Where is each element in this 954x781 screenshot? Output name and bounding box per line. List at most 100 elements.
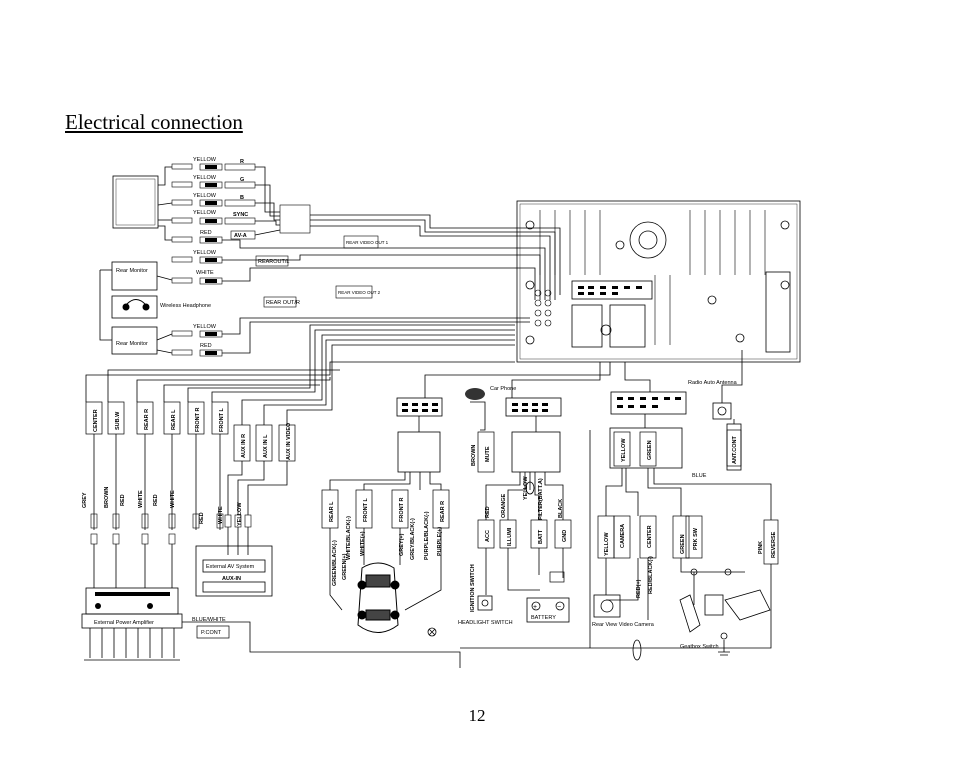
aux-in-r-label: AUX IN R: [241, 434, 247, 458]
reverse-label: REVERSE: [771, 531, 777, 558]
rear-video-out1-label: REAR VIDEO OUT 1: [346, 240, 389, 245]
wiring-camera: [460, 468, 772, 649]
green-label: GREEN: [680, 534, 686, 554]
g-label: G: [240, 177, 244, 183]
aux-in-video-label: AUX IN VIDEO: [286, 422, 292, 460]
red-label: RED: [199, 512, 205, 524]
headlight-switch-label: HEADLIGHT SWITCH: [458, 620, 513, 626]
yellow-label: YELLOW: [193, 157, 217, 163]
rear-view-video-camera-label: Rear View Video Camera: [592, 622, 655, 628]
rear-out-r-label: REAR OUT/R: [266, 300, 300, 306]
aux-in-l-label: AUX IN L: [263, 434, 269, 458]
purple-black-label: PURPLE/BLACK(-): [424, 511, 430, 560]
blue-white-label: BLUE/WHITE: [192, 617, 226, 623]
front-l-label: FRONT L: [219, 408, 225, 432]
illumi-label: ILLUMI: [507, 527, 513, 546]
red-label: RED: [200, 343, 212, 349]
orange-label: ORANGE: [501, 494, 507, 518]
svg-text:−: −: [557, 604, 561, 611]
connector-speaker: [396, 397, 443, 417]
rear-monitor-1-label: Rear Monitor: [116, 268, 148, 274]
red-label: RED: [120, 494, 126, 506]
gnd-label: GND: [562, 530, 568, 542]
grey-label: GREY: [82, 492, 88, 508]
aux-in-label: AUX-IN: [222, 576, 241, 582]
pink-label: PINK: [758, 541, 764, 554]
red-label: RED: [200, 230, 212, 236]
rear-l-label: REAR L: [171, 409, 177, 430]
antenna-socket: [712, 402, 732, 420]
sync-label: SYNC: [233, 212, 248, 218]
purple-plus-label: PURPLE(+): [437, 527, 443, 556]
wiring-power: [485, 430, 591, 648]
filter-batt-label: FILTER(BATT.A): [538, 478, 544, 520]
ignition-switch-label: IGNITION SWITCH: [470, 564, 476, 612]
white-label: WHITE: [138, 490, 144, 508]
yellow-label: YELLOW: [604, 532, 610, 556]
wireless-headphone-label: Wireless Headphone: [160, 303, 211, 309]
front-r-label: FRONT R: [399, 498, 405, 522]
r-label: R: [240, 159, 244, 165]
external-power-amplifier: [81, 544, 183, 661]
white-plus-label: WHITE(+): [360, 531, 366, 556]
yellow-label: YELLOW: [193, 210, 217, 216]
ground-symbol: [632, 632, 730, 661]
sub-w-label: SUB.W: [115, 411, 121, 430]
white-label: WHITE: [170, 490, 176, 508]
yellow-label: YELLOW: [193, 175, 217, 181]
camera-icon: [593, 594, 621, 618]
green-label: GREEN: [647, 440, 653, 460]
lamp-icon: [427, 627, 437, 637]
p-cont-label: P.CONT: [201, 630, 222, 636]
page-number: 12: [468, 706, 486, 725]
wiring-speaker-harness: [329, 472, 442, 611]
yellow-label: YELLOW: [193, 324, 217, 330]
car-phone-icon: [465, 388, 485, 400]
page-title: Electrical connection: [65, 110, 243, 134]
front-r-label: FRONT R: [195, 408, 201, 432]
wiring-speakers: [85, 324, 515, 530]
car-icon: [357, 562, 400, 633]
white-black-label: WHITE/BLACK(-): [346, 516, 352, 560]
b-label: B: [240, 195, 244, 201]
yellow-label: YELLOW: [193, 250, 217, 256]
av-a-label: AV-A: [234, 233, 247, 239]
grey-plus-label: GREY(+): [399, 533, 405, 556]
brown-label: BROWN: [104, 487, 110, 508]
battery-label: BATTERY: [531, 615, 556, 621]
connector-power: [505, 397, 562, 417]
headphone-icon: [122, 299, 150, 311]
monitor-box: [112, 175, 159, 229]
yellow-label: YELLOW: [193, 193, 217, 199]
front-l-label: FRONT L: [363, 498, 369, 522]
center-label: CENTER: [647, 525, 653, 548]
rear-monitor-2-label: Rear Monitor: [116, 341, 148, 347]
red-label: RED: [153, 494, 159, 506]
blue-label: BLUE: [692, 473, 707, 479]
acc-label: ACC: [485, 530, 491, 542]
red-label: RED: [485, 506, 491, 518]
rear-r-label: REAR R: [144, 409, 150, 430]
rear-l-label: REAR L: [329, 501, 335, 522]
external-av-system: [195, 527, 273, 597]
camera-label: CAMERA: [620, 524, 626, 548]
grey-black-label: GREY/BLACK(-): [410, 518, 416, 560]
rear-r-label: REAR R: [440, 501, 446, 522]
ignition-switch-icon: [477, 595, 493, 611]
red-plus-label: RED(+): [636, 579, 642, 598]
mute-label: MUTE: [485, 446, 491, 462]
batt-label: BATT: [538, 529, 544, 544]
yellow-label: YELLOW: [237, 502, 243, 526]
green-plus-label: GREEN(+): [342, 553, 348, 580]
radio-auto-antenna-label: Radio Auto Antenna: [688, 380, 738, 386]
wiring-top: [99, 166, 561, 354]
connector-iso: [610, 391, 687, 415]
black-label: BLACK: [558, 499, 564, 518]
prk-sw-label: PRK SW: [693, 527, 699, 550]
ant-cont-label: ANT.CONT: [732, 436, 738, 464]
white-label: WHITE: [218, 506, 224, 524]
white-label: WHITE: [196, 270, 214, 276]
rca-plugs-top: [171, 163, 379, 357]
gearbox-switch-label: Geatbox Switch: [680, 644, 719, 650]
